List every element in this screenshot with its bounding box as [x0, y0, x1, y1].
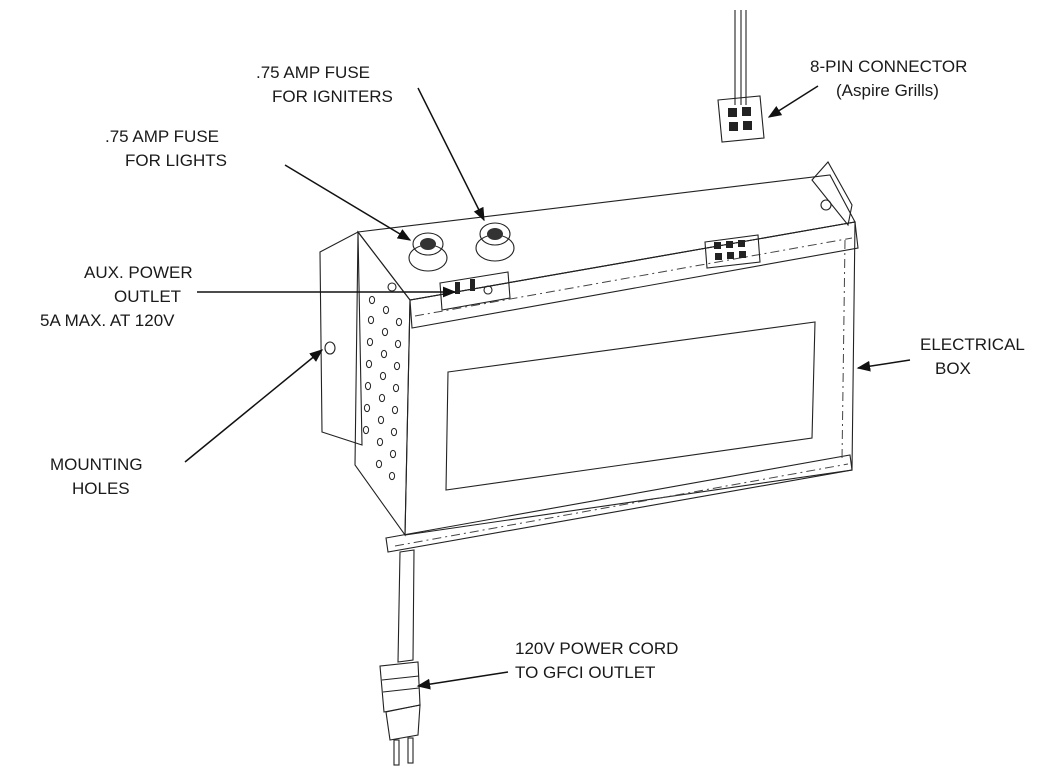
- leader-electrical-box: [856, 359, 911, 372]
- box-top-face: [356, 174, 856, 301]
- label-line: FOR LIGHTS: [125, 151, 227, 170]
- callout-power-cord: 120V POWER CORD TO GFCI OUTLET: [515, 639, 678, 682]
- label-line: TO GFCI OUTLET: [515, 663, 655, 682]
- fuse-igniters: [475, 222, 515, 262]
- label-line: .75 AMP FUSE: [105, 127, 219, 146]
- callout-connector: 8-PIN CONNECTOR (Aspire Grills): [810, 57, 967, 100]
- label-line: FOR IGNITERS: [272, 87, 393, 106]
- label-line: MOUNTING: [50, 455, 143, 474]
- right-flange: [811, 161, 853, 227]
- box-left-side: [354, 230, 411, 537]
- callout-fuse-lights: .75 AMP FUSE FOR LIGHTS: [105, 127, 227, 170]
- label-line: .75 AMP FUSE: [256, 63, 370, 82]
- callout-mounting-holes: MOUNTING HOLES: [50, 455, 143, 498]
- mounting-hole: [324, 341, 336, 355]
- leader-fuse-lights: [284, 164, 412, 241]
- label-line: BOX: [935, 359, 971, 378]
- callout-fuse-igniters: .75 AMP FUSE FOR IGNITERS: [256, 63, 393, 106]
- leader-connector: [767, 85, 819, 118]
- callout-aux-outlet: AUX. POWER OUTLET 5A MAX. AT 120V: [40, 263, 193, 330]
- label-line: OUTLET: [114, 287, 181, 306]
- label-line: (Aspire Grills): [836, 81, 939, 100]
- label-line: 120V POWER CORD: [515, 639, 678, 658]
- label-line: ELECTRICAL: [920, 335, 1025, 354]
- leader-fuse-igniters: [417, 87, 485, 222]
- eight-pin-connector-drawing: [717, 10, 765, 143]
- label-line: 5A MAX. AT 120V: [40, 311, 175, 330]
- label-line: AUX. POWER: [84, 263, 193, 282]
- internal-connector: [704, 234, 761, 269]
- power-cord-drawing: [379, 549, 421, 766]
- box-front-face: [385, 221, 859, 553]
- label-line: 8-PIN CONNECTOR: [810, 57, 967, 76]
- callout-electrical-box: ELECTRICAL BOX: [920, 335, 1025, 378]
- fuse-lights: [408, 232, 448, 272]
- leader-lines: [184, 85, 911, 690]
- aux-power-outlet: [387, 271, 511, 311]
- label-window: [445, 321, 816, 491]
- label-line: HOLES: [72, 479, 130, 498]
- leader-mounting-holes: [184, 349, 324, 463]
- leader-power-cord: [416, 671, 509, 690]
- mounting-flange: [319, 231, 363, 446]
